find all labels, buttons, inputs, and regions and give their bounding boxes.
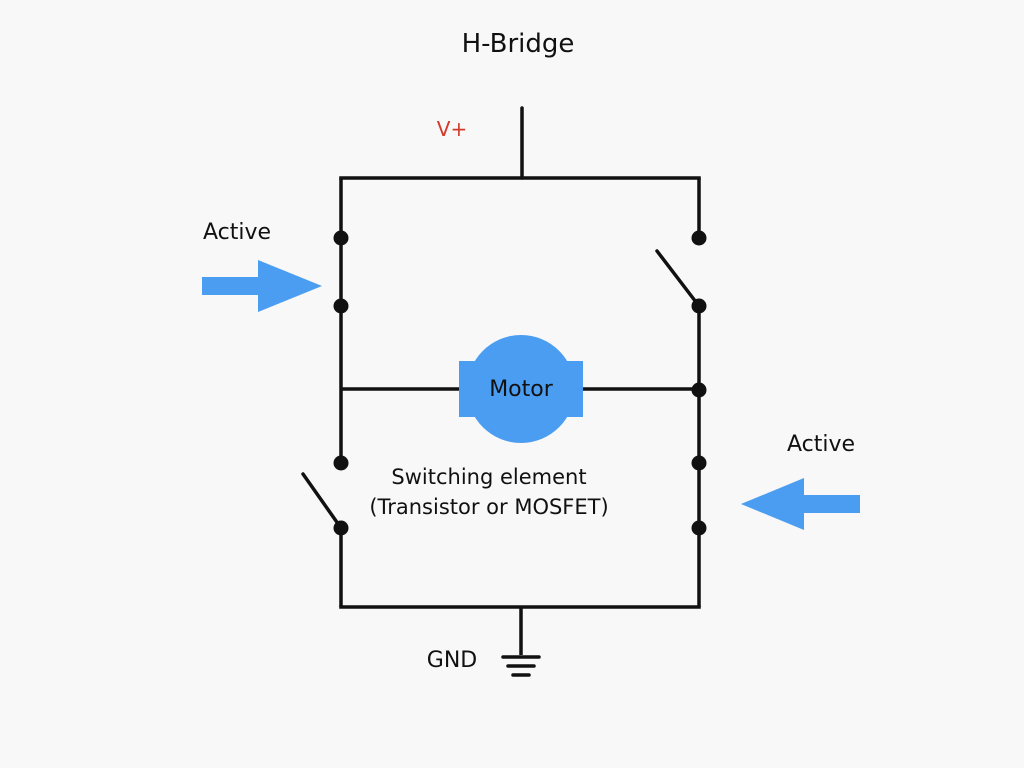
motor-icon (459, 335, 583, 443)
switch-bottom-left-terminal-a (333, 455, 349, 471)
supply-label: V+ (437, 117, 467, 141)
switch-note-line2: (Transistor or MOSFET) (369, 495, 608, 519)
arrow-right-icon (202, 260, 322, 312)
arrow-left-icon (741, 478, 860, 530)
ground-label: GND (427, 648, 477, 673)
switch-top-right-terminal-a (691, 230, 707, 246)
switch-top-left-terminal-a (333, 230, 349, 246)
active-right-label: Active (787, 432, 855, 457)
switch-bottom-left-blade (301, 472, 343, 530)
switch-note-line1: Switching element (391, 465, 586, 489)
switch-top-right-blade (655, 249, 701, 308)
active-left-label: Active (203, 220, 271, 245)
motor-label: Motor (489, 377, 554, 402)
ground-symbol-icon (501, 655, 541, 677)
diagram-title: H-Bridge (462, 29, 575, 59)
